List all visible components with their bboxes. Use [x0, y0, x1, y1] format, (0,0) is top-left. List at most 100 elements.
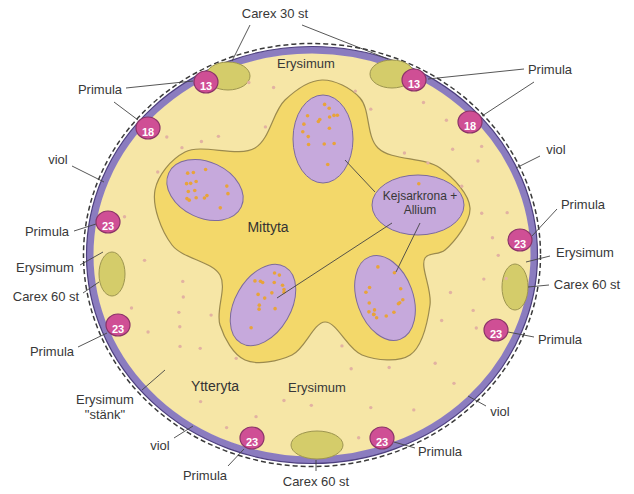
- plant-label: viol: [48, 153, 68, 168]
- leader-line: [277, 223, 392, 298]
- area-name: Ytteryta: [191, 378, 239, 394]
- erysimum-dot: [130, 306, 133, 309]
- carex-patch: [99, 252, 125, 296]
- bulb-dot: [263, 296, 267, 300]
- leader-line: [508, 332, 534, 337]
- erysimum-dot: [369, 406, 372, 409]
- bulb-dot: [376, 265, 380, 269]
- bulb-dot: [186, 171, 190, 175]
- bulb-dot: [417, 182, 421, 186]
- center-fill: [154, 80, 470, 363]
- bulb-dot: [204, 168, 208, 172]
- erysimum-dot: [480, 212, 483, 215]
- bulb-dot: [273, 271, 277, 275]
- leader-line: [80, 252, 103, 265]
- bulb-dot: [225, 184, 229, 188]
- plant-label: Primula: [538, 333, 582, 348]
- bulb-dot: [367, 310, 371, 314]
- plant-label: Erysimum: [556, 246, 614, 261]
- primula-count: 18: [135, 116, 161, 140]
- count-number: 23: [112, 323, 124, 336]
- erysimum-dot: [480, 145, 483, 148]
- erysimum-dot: [200, 140, 203, 143]
- plant-label: Primula: [561, 198, 605, 213]
- bulb-dot: [327, 106, 331, 110]
- primula-patch: [458, 111, 482, 133]
- bulb-dot: [281, 283, 285, 287]
- plant-label: viol: [150, 439, 170, 454]
- viola-band: [90, 50, 534, 460]
- leader-line: [83, 282, 99, 293]
- erysimum-dot: [254, 415, 257, 418]
- erysimum-dot: [387, 366, 390, 369]
- leader-line: [78, 333, 107, 347]
- leader-line: [516, 156, 540, 168]
- leader-line: [302, 25, 388, 59]
- bed-border: [84, 44, 541, 467]
- erysimum-dot: [340, 344, 343, 347]
- bulb-dot: [307, 143, 311, 147]
- erysimum-dot: [217, 135, 220, 138]
- erysimum-dot: [225, 426, 228, 429]
- erysimum-dot: [272, 86, 275, 89]
- plant-label: viol: [490, 405, 510, 420]
- bulb-dot: [189, 182, 193, 186]
- erysimum-dot: [165, 135, 168, 138]
- plant-label: Primula: [78, 83, 122, 98]
- erysimum-dot: [357, 436, 360, 439]
- erysimum-dot: [497, 254, 500, 257]
- erysimum-dot: [199, 347, 202, 350]
- bulb-dot: [326, 163, 330, 167]
- bulb-dot: [205, 194, 209, 198]
- bulb-dot: [372, 313, 376, 317]
- leader-line: [114, 102, 138, 120]
- bulb-dot: [261, 281, 265, 285]
- erysimum-dot: [182, 295, 185, 298]
- erysimum-dot: [264, 125, 267, 128]
- plant-label: Primula: [183, 469, 227, 484]
- bulb-dot: [306, 114, 310, 118]
- primula-patch: [484, 319, 508, 341]
- bulb-dot: [301, 130, 305, 134]
- primula-patch: [508, 229, 532, 251]
- bulb-group: [372, 175, 464, 235]
- bulb-dot: [194, 180, 198, 184]
- leader-line: [428, 69, 524, 79]
- erysimum-dot: [460, 185, 463, 188]
- primula-count: 13: [401, 68, 427, 92]
- plant-label: Carex 60 st: [554, 278, 620, 293]
- leader-line: [232, 25, 250, 61]
- plant-label: Erysimum: [288, 381, 346, 396]
- count-number: 23: [246, 436, 258, 449]
- primula-count: 23: [369, 426, 395, 450]
- erysimum-dot: [369, 107, 372, 110]
- count-number: 23: [376, 436, 388, 449]
- erysimum-dot: [412, 408, 415, 411]
- erysimum-dot: [143, 259, 146, 262]
- plant-label: Carex 30 st: [242, 7, 308, 22]
- erysimum-dot: [349, 367, 352, 370]
- bulb-dot: [270, 291, 274, 295]
- bulb-group: [344, 247, 427, 349]
- bulb-dot: [185, 182, 189, 186]
- leader-line: [482, 82, 534, 116]
- plant-label: Primula: [418, 445, 462, 460]
- leader-line: [316, 460, 317, 471]
- erysimum-dot: [199, 400, 202, 403]
- erysimum-dot: [433, 362, 436, 365]
- plant-label: Carex 60 st: [13, 290, 79, 305]
- bulb-group: [157, 148, 253, 233]
- erysimum-dot: [177, 311, 180, 314]
- plant-label: Kejsarkrona + Allium: [378, 190, 462, 218]
- plant-label: Primula: [30, 345, 74, 360]
- plant-label: Primula: [528, 63, 572, 78]
- bulb-dot: [278, 273, 282, 277]
- bulb-dot: [318, 118, 322, 122]
- erysimum-dot: [181, 280, 184, 283]
- leader-line: [468, 396, 486, 406]
- bulb-dot: [193, 189, 197, 193]
- erysimum-dot: [354, 89, 357, 92]
- bulb-dot: [185, 197, 189, 201]
- bulb-dot: [373, 308, 377, 312]
- bulb-dot: [323, 103, 327, 107]
